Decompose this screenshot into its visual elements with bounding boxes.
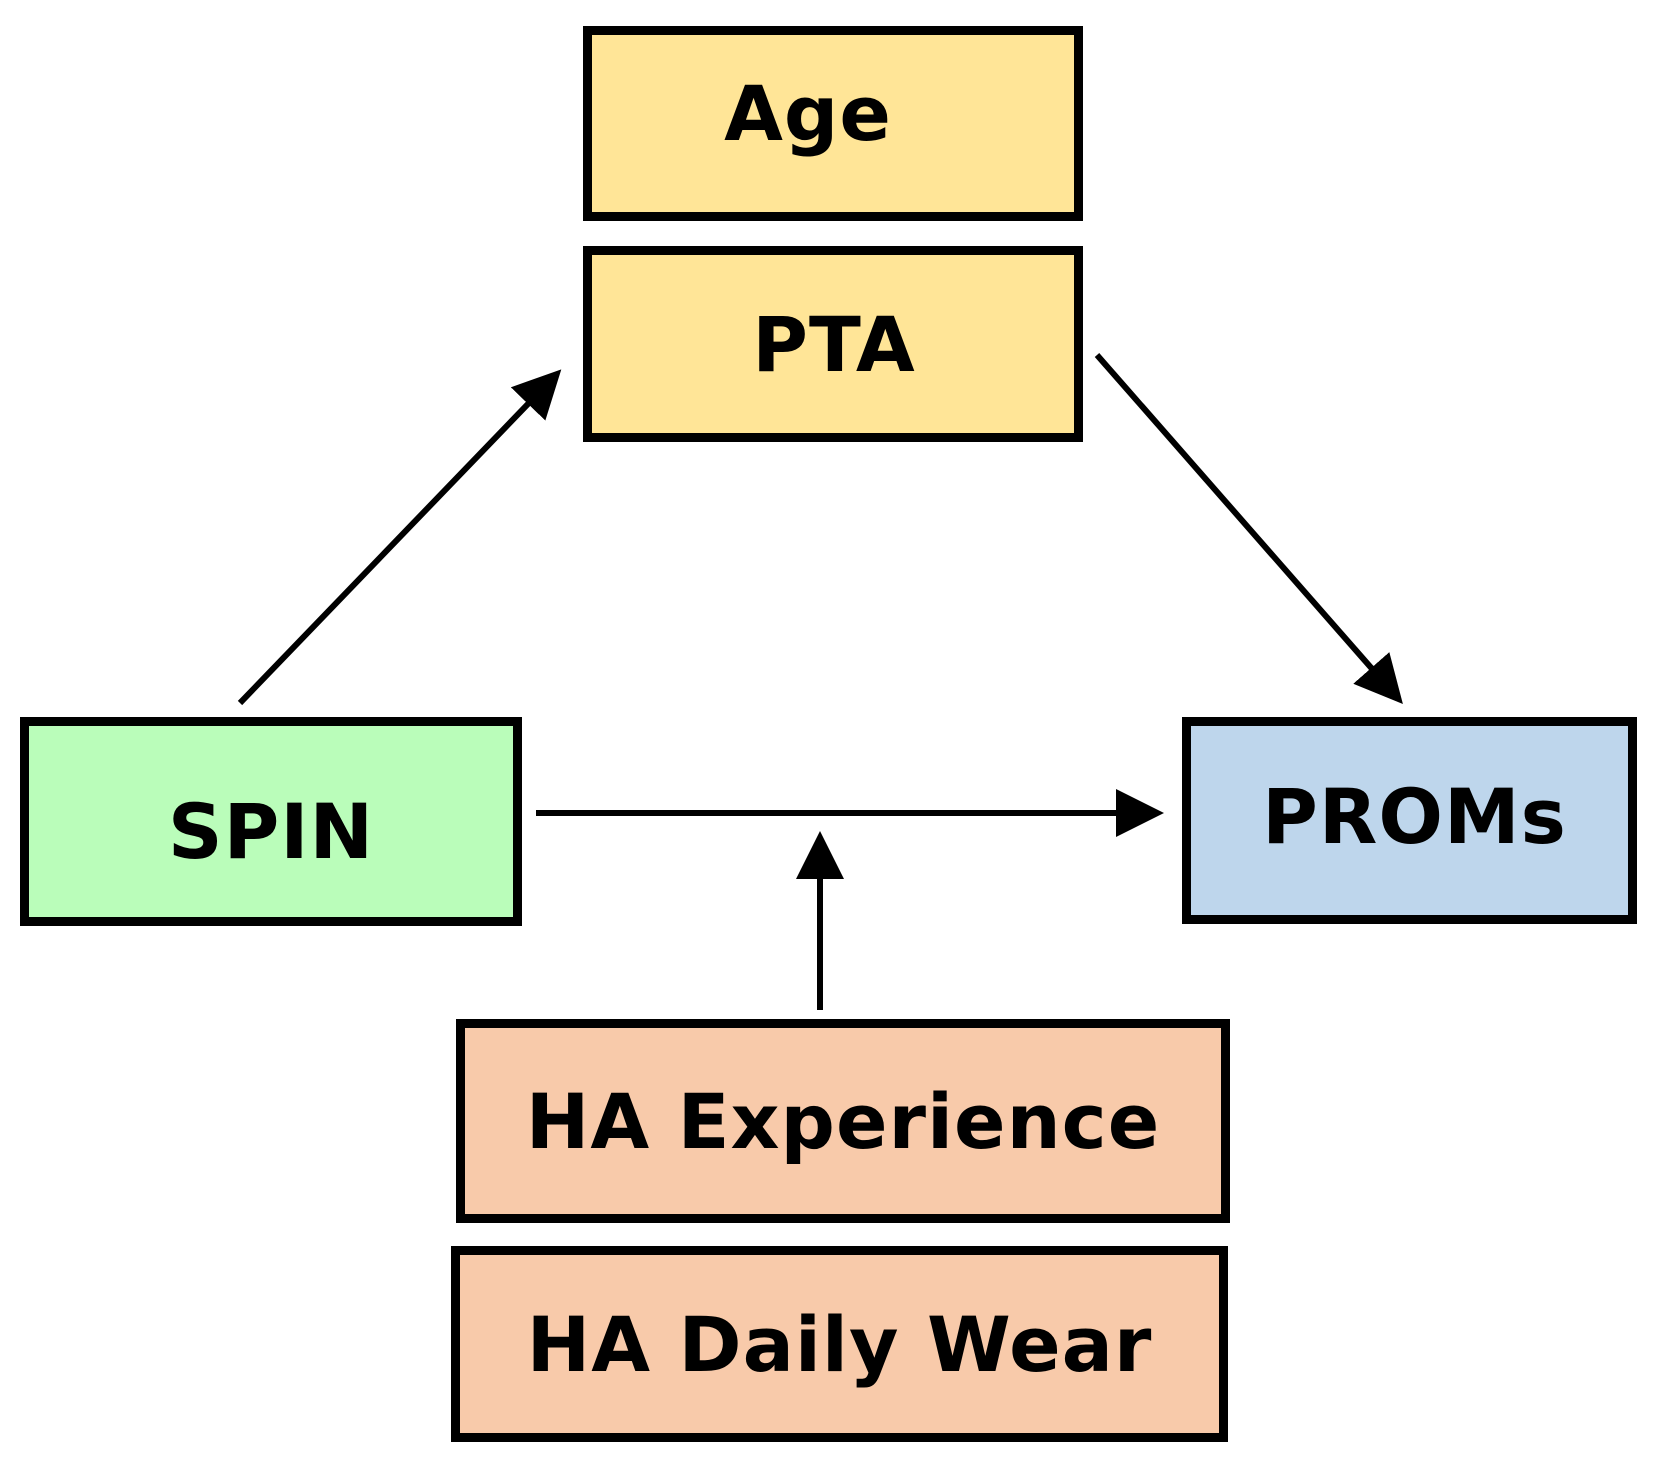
- node-pta: PTA: [583, 246, 1083, 442]
- node-age: Age: [583, 26, 1083, 221]
- node-age-label: Age: [724, 69, 892, 158]
- node-ha-experience: HA Experience: [456, 1019, 1230, 1223]
- node-ha-experience-label: HA Experience: [525, 1076, 1161, 1166]
- node-pta-label: PTA: [752, 299, 916, 389]
- node-ha-daily-wear: HA Daily Wear: [451, 1246, 1228, 1442]
- node-spin: SPIN: [20, 717, 522, 926]
- node-proms: PROMs: [1182, 717, 1637, 924]
- node-ha-daily-wear-label: HA Daily Wear: [526, 1299, 1153, 1389]
- edge-pta-to-proms: [1094, 353, 1403, 705]
- node-proms-label: PROMs: [1262, 772, 1567, 861]
- edge-spin-to-pta: [237, 369, 562, 706]
- node-spin-label: SPIN: [167, 787, 375, 876]
